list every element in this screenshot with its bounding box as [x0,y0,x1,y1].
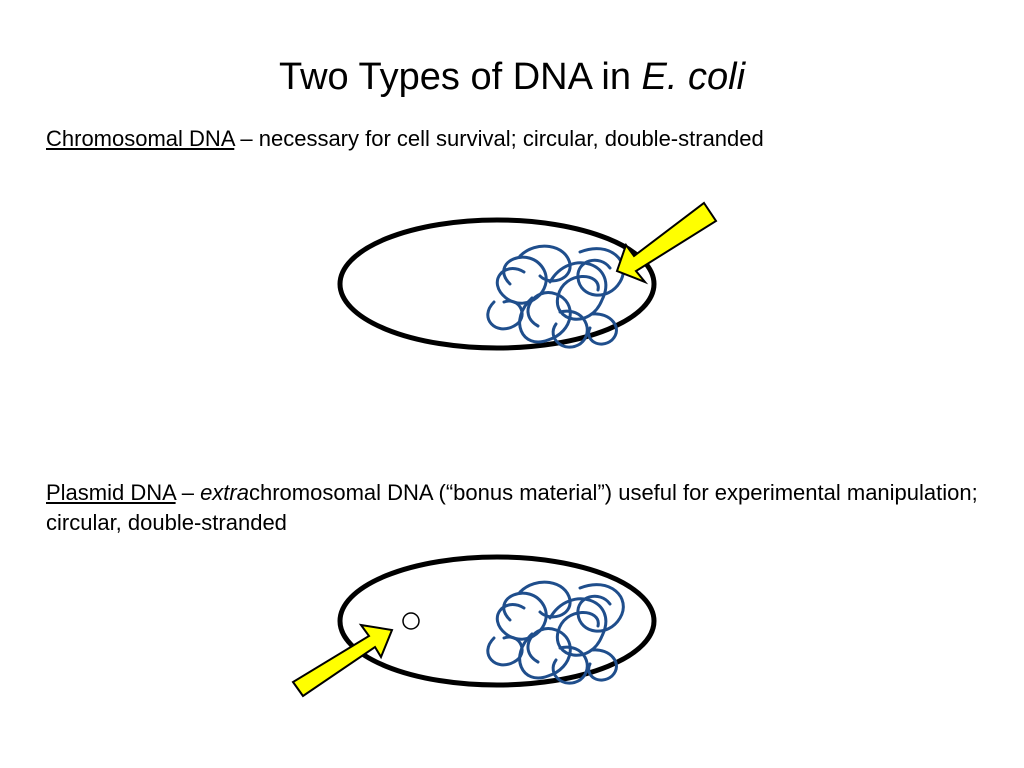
chromosomal-dna-definition: Chromosomal DNA – necessary for cell sur… [46,124,1016,154]
slide-title-organism: E. coli [641,56,746,98]
slide-title: Two Types of DNA in E. coli [0,52,1024,102]
plasmid-dna-description: chromosomal DNA (“bonus material”) usefu… [46,480,978,535]
chromosomal-dna-description: – necessary for cell survival; circular,… [234,126,764,151]
slide-title-text: Two Types of DNA in [278,56,642,98]
chromosomal-dna-term: Chromosomal DNA [46,126,235,151]
pointer-arrow-icon [615,201,718,285]
pointer-arrow-icon [291,623,394,698]
bacterial-cell-icon [337,217,657,351]
plasmid-ring-icon [402,612,420,630]
plasmid-dna-term: Plasmid DNA [46,480,176,505]
bacterial-cell-icon [337,554,657,688]
plasmid-dna-extra-prefix: extra [200,480,249,505]
plasmid-dna-definition: Plasmid DNA – extrachromosomal DNA (“bon… [46,478,1016,538]
plasmid-dna-dash: – [175,480,201,505]
